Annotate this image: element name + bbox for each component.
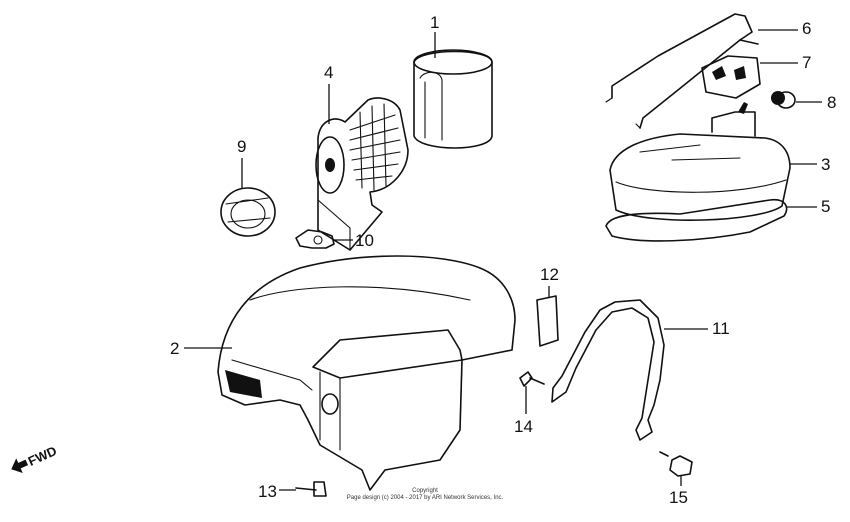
part-4-filter-holder[interactable] — [315, 97, 409, 251]
part-13-bolt[interactable] — [295, 481, 327, 497]
part-7-holder-block[interactable] — [701, 55, 761, 99]
callout-9: 9 — [237, 137, 246, 188]
callout-8: 8 — [796, 93, 836, 112]
callout-10: 10 — [334, 231, 374, 250]
part-9-grommet[interactable] — [220, 187, 276, 237]
callout-2: 2 — [170, 339, 232, 358]
callout-label: 6 — [802, 19, 811, 38]
copyright-line-2: Page design (c) 2004 - 2017 by ARI Netwo… — [346, 495, 504, 501]
callout-label: 1 — [430, 13, 439, 32]
callout-label: 8 — [827, 93, 836, 112]
part-15-bolt[interactable] — [659, 451, 693, 477]
callout-label: 11 — [712, 319, 730, 338]
callout-5: 5 — [786, 197, 830, 216]
callout-4: 4 — [324, 63, 333, 124]
part-2-cleaner-case[interactable] — [217, 255, 516, 491]
forward-direction-indicator: FWD — [11, 443, 59, 473]
callout-14: 14 — [514, 386, 533, 436]
callout-6: 6 — [758, 19, 811, 38]
forward-arrow-icon — [11, 458, 29, 473]
part-5-cover-gasket[interactable] — [605, 198, 788, 242]
copyright-notice: Copyright Page design (c) 2004 - 2017 by… — [0, 488, 850, 502]
callout-12: 12 — [540, 265, 559, 298]
callout-label: 15 — [669, 488, 688, 507]
callout-label: 3 — [821, 155, 830, 174]
callout-label: 7 — [802, 53, 811, 72]
callout-label: 13 — [258, 482, 277, 501]
part-12-label[interactable] — [536, 295, 559, 347]
callout-7: 7 — [760, 53, 811, 72]
part-11-band[interactable] — [551, 299, 665, 441]
copyright-line-1: Copyright — [412, 488, 438, 494]
callout-1: 1 — [430, 13, 439, 58]
callout-15: 15 — [669, 476, 688, 507]
part-1-air-filter-element[interactable] — [413, 49, 493, 149]
callout-11: 11 — [664, 319, 730, 338]
part-3-cleaner-cover[interactable] — [609, 102, 791, 221]
part-6-wire-holder[interactable] — [605, 13, 759, 129]
callout-label: 2 — [170, 339, 179, 358]
callout-label: 9 — [237, 137, 246, 156]
direction-label: FWD — [26, 443, 59, 469]
callout-13: 13 — [258, 482, 296, 501]
callout-3: 3 — [790, 155, 830, 174]
part-10-clamp[interactable] — [295, 229, 335, 249]
callout-label: 14 — [514, 417, 533, 436]
part-8-knob[interactable] — [771, 91, 796, 109]
callout-label: 4 — [324, 63, 333, 82]
callout-label: 12 — [540, 265, 559, 284]
callout-label: 10 — [355, 231, 374, 250]
part-14-bolt[interactable] — [519, 371, 545, 387]
callout-label: 5 — [821, 197, 830, 216]
